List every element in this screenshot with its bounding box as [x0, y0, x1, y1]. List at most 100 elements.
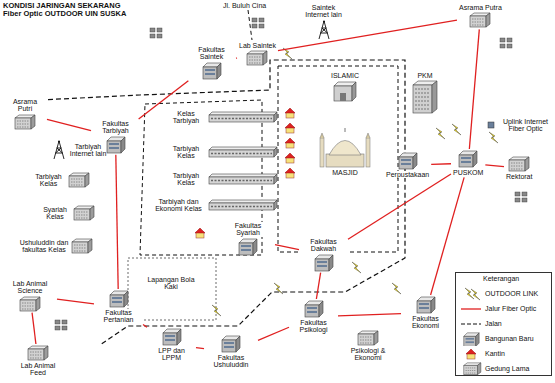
building-icon [27, 345, 49, 361]
building-icon [221, 335, 241, 353]
building-label: PKM [416, 72, 433, 79]
road [248, 10, 252, 40]
fiber-link [32, 313, 36, 344]
building-node: Fakultas Psikologi [290, 300, 337, 334]
legend-row: Bangunan Baru [460, 332, 534, 346]
building-node: LPP dan LPPM [148, 328, 195, 362]
legend-row: Kantin [460, 347, 505, 361]
building-label: Asrama Putri [4, 98, 46, 113]
building-icon [19, 296, 41, 312]
computer-icon [150, 28, 155, 32]
building-label: Fakultas Pertanian [95, 309, 142, 324]
computer-icon [507, 44, 512, 48]
building-node: Asrama Putra [458, 4, 503, 28]
legend-sample [460, 287, 482, 301]
kantin-icon [285, 138, 295, 148]
building-icon [208, 173, 278, 185]
building-icon [14, 114, 36, 130]
building-icon [208, 199, 278, 211]
building-label: Fakultas Saintek [188, 46, 235, 61]
computer-icon [62, 326, 67, 330]
building-node: Saintek Internet lain [300, 4, 347, 40]
computer-icon [62, 320, 67, 324]
building-node: MASJID [318, 128, 372, 176]
fiber-link [469, 29, 479, 149]
shape [285, 153, 295, 158]
building-label: Psikologi & Ekonomi [342, 347, 394, 362]
map-label: Uplink Internet Fiber Optic [496, 118, 555, 133]
building-node: Lab Animal Science [4, 280, 56, 312]
building-label: Lab Saintek [238, 42, 277, 49]
shape [285, 108, 295, 113]
legend-sample [460, 332, 482, 346]
kantin-icon [285, 168, 295, 178]
outdoor-link-bolt [436, 128, 445, 139]
shape [466, 349, 476, 354]
shape [461, 308, 481, 309]
building-node: Fakultas Pertanian [95, 290, 142, 324]
building-icon [208, 146, 278, 158]
building-label: Tarbiyah Internet lain [67, 143, 109, 158]
kantin-icon [285, 123, 295, 133]
map-title: KONDISI JARINGAN SEKARANG Fiber Optic OU… [3, 2, 133, 19]
building-node: Lab Saintek [238, 42, 277, 66]
computer-icon [515, 198, 520, 202]
building-icon [416, 296, 436, 314]
building-icon [246, 50, 268, 66]
building-node: Tarbiyah Internet lain [52, 140, 109, 160]
building-label: Tarbiyah Kelas [165, 145, 207, 160]
building-node: Tarbiyah Kelas [165, 145, 278, 160]
building-node: Fakultas Dakwah [300, 238, 347, 272]
computer-icon [55, 320, 60, 324]
fiber-link [348, 174, 451, 239]
building-icon [71, 238, 93, 254]
building-label: Fakultas Psikologi [290, 319, 337, 334]
legend-sample [460, 347, 482, 361]
building-label: Lab Animal Science [4, 280, 56, 295]
building-icon [68, 172, 90, 188]
building-node: Ushuluddin dan fakultas Kelas [18, 238, 93, 254]
legend-row: Jalan [460, 317, 502, 331]
building-label: Tarbiyah dan Ekonomi Kelas [150, 198, 207, 213]
building-node: Tarbiyah Kelas [165, 172, 278, 187]
outdoor-link-bolt [465, 288, 474, 299]
legend-text: Kantin [485, 350, 505, 357]
uplink-box [488, 122, 494, 128]
fiber-link [278, 20, 457, 51]
building-label: Perpustakaan [385, 171, 430, 178]
legend-row: Gedung Lama [460, 362, 529, 376]
outdoor-link-bolt [352, 262, 361, 273]
map-label: Lapangan Bola Kaki [140, 276, 202, 291]
shape [285, 168, 295, 173]
building-icon [357, 330, 379, 346]
building-icon [304, 300, 324, 318]
computer-icon [157, 34, 162, 38]
building-node: PUSKOM [452, 150, 484, 176]
building-label: Rektorat [505, 173, 533, 180]
legend-text: Bangunan Baru [485, 335, 534, 342]
fiber-link [196, 347, 204, 349]
building-icon [162, 328, 182, 346]
fiber-link [116, 155, 118, 289]
building-label: Ushuluddin dan fakultas Kelas [18, 239, 70, 254]
outdoor-link-bolt [274, 283, 283, 294]
building-node: Lab Animal Feed [12, 345, 64, 377]
building-node: ISLAMIC [330, 72, 360, 102]
road [40, 60, 405, 345]
map-label: Keterangan [482, 275, 520, 282]
fiber-link [316, 273, 320, 299]
computer-icon [252, 24, 257, 28]
computer-icon [515, 192, 520, 196]
building-label: LPP dan LPPM [148, 347, 195, 362]
building-label: Saintek Internet lain [300, 4, 347, 19]
building-icon [314, 254, 334, 272]
building-icon [412, 80, 438, 114]
building-node: Tarbiyah Kelas [30, 172, 90, 188]
building-icon [238, 238, 258, 256]
legend-sample [460, 317, 482, 331]
building-label: PUSKOM [452, 169, 484, 176]
fiber-link [47, 119, 91, 130]
outdoor-link-bolt [452, 124, 461, 135]
fiber-link [338, 314, 401, 316]
